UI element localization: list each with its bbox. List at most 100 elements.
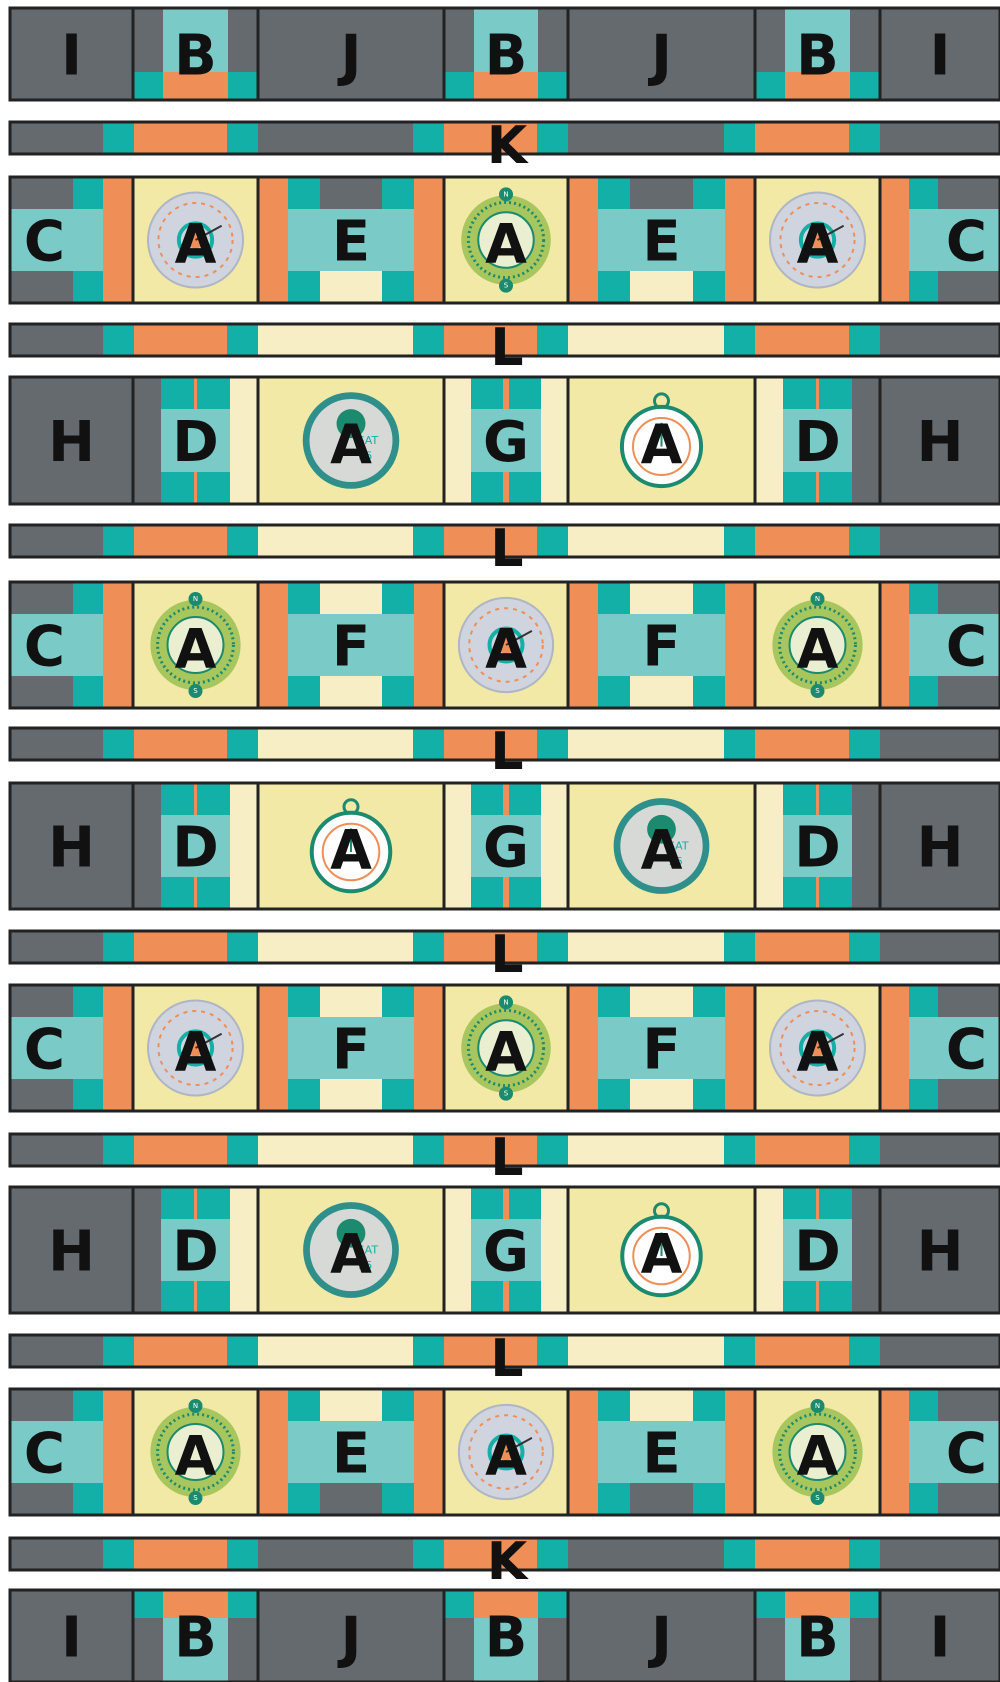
quilt-patch [197, 472, 230, 504]
quilt-block: B [133, 1590, 258, 1682]
block-label-G: G [483, 816, 529, 881]
quilt-patch [288, 676, 320, 708]
quilt-block: J [568, 1590, 755, 1682]
quilt-patch [783, 877, 816, 909]
block-label-C: C [946, 1018, 987, 1083]
block-label-B: B [796, 24, 839, 89]
quilt-block: I [880, 8, 1000, 100]
sashing-cornerstone [849, 324, 880, 356]
sashing-cornerstone [849, 122, 880, 154]
block-label-E: E [642, 1422, 680, 1487]
quilt-patch [161, 877, 194, 909]
block-label-B: B [174, 24, 217, 89]
quilt-row-10: L [10, 925, 1000, 985]
quilt-patch [288, 582, 320, 614]
compass-south-label: S [504, 282, 509, 290]
block-label-J: J [337, 1606, 362, 1671]
block-label-A: A [641, 413, 683, 476]
quilt-patch [568, 582, 598, 708]
sashing-cornerstone [413, 1134, 444, 1166]
block-label-D: D [794, 816, 840, 881]
quilt-block: E [258, 177, 444, 303]
sashing-cornerstone [849, 931, 880, 963]
sashing-strip [880, 1134, 1000, 1166]
block-label-A: A [797, 213, 839, 276]
quilt-patch [541, 1187, 568, 1313]
sashing-cornerstone [537, 122, 568, 154]
quilt-patch [909, 985, 938, 1017]
quilt-patch [73, 582, 103, 614]
quilt-patch [725, 1389, 755, 1515]
quilt-patch [755, 377, 783, 504]
sashing-cornerstone [103, 931, 134, 963]
block-label-D: D [172, 1220, 218, 1285]
sashing-label-L: L [490, 318, 523, 378]
quilt-patch [909, 271, 938, 303]
quilt-block: H [10, 377, 133, 504]
quilt-patch [414, 985, 444, 1111]
quilt-patch [197, 377, 230, 409]
sashing-cornerstone [413, 931, 444, 963]
quilt-block: J [258, 8, 444, 100]
block-label-I: I [61, 1606, 82, 1671]
quilt-patch [909, 1079, 938, 1111]
quilt-row-7: CNSAFAFNSAC [10, 582, 1000, 708]
compass-north-label: N [503, 190, 508, 198]
quilt-patch [598, 582, 630, 614]
sashing-cornerstone [227, 324, 258, 356]
sashing-cornerstone [537, 324, 568, 356]
sashing-label-L: L [490, 519, 523, 579]
block-label-A: A [485, 1021, 527, 1084]
quilt-patch [471, 377, 503, 409]
sashing-cornerstone [849, 728, 880, 760]
sashing-cornerstone [413, 525, 444, 557]
compass-north-label: N [815, 1402, 820, 1410]
block-label-A: A [641, 1223, 683, 1286]
block-label-A: A [485, 213, 527, 276]
quilt-patch [382, 1389, 414, 1421]
block-label-A: A [175, 213, 217, 276]
block-label-A: A [330, 413, 372, 476]
quilt-block: A [568, 377, 755, 504]
block-label-A: A [330, 1223, 372, 1286]
quilt-patch [693, 177, 725, 209]
quilt-block: C [10, 582, 133, 708]
quilt-patch [598, 271, 630, 303]
compass-south-label: S [193, 687, 198, 695]
quilt-patch [755, 72, 785, 100]
sashing-cornerstone [413, 324, 444, 356]
compass-north-label: N [193, 1402, 198, 1410]
block-label-H: H [917, 1220, 964, 1285]
quilt-block: A [133, 177, 258, 303]
sashing-cornerstone [227, 525, 258, 557]
quilt-row-15: CNSAEAENSAC [10, 1389, 1000, 1515]
quilt-block: G [444, 377, 568, 504]
quilt-patch [509, 1187, 541, 1219]
quilt-patch [598, 1079, 630, 1111]
quilt-patch [909, 1483, 938, 1515]
sashing-cornerstone [724, 931, 755, 963]
quilt-patch [568, 985, 598, 1111]
quilt-row-12: L [10, 1128, 1000, 1188]
quilt-patch [541, 783, 568, 909]
block-label-C: C [24, 1018, 65, 1083]
quilt-patch [783, 377, 816, 409]
block-label-I: I [61, 24, 82, 89]
block-label-F: F [642, 615, 680, 680]
quilt-patch [161, 377, 194, 409]
quilt-patch [133, 377, 161, 504]
quilt-block: F [568, 582, 755, 708]
quilt-patch [258, 582, 288, 708]
quilt-block: C [880, 177, 1000, 303]
quilt-patch [725, 177, 755, 303]
block-label-C: C [946, 1422, 987, 1487]
quilt-patch [755, 1187, 783, 1313]
quilt-row-9: HDAGSAT25ADH [10, 783, 1000, 909]
quilt-block: C [880, 582, 1000, 708]
quilt-block: H [880, 377, 1000, 504]
quilt-patch [568, 177, 598, 303]
block-label-C: C [24, 210, 65, 275]
sashing-cornerstone [103, 728, 134, 760]
